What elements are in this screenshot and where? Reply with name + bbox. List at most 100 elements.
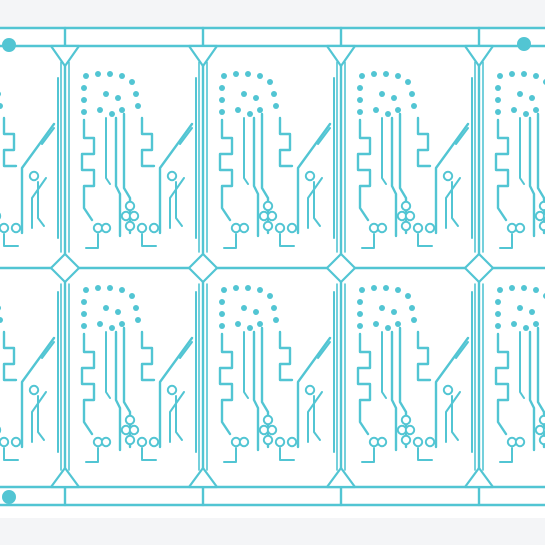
serpentine-trace [494,332,510,436]
trace [243,117,249,185]
fiducial-mark [2,490,16,504]
diagonal-trace [169,177,185,229]
pad [495,299,501,305]
page-margin-bottom [0,520,545,545]
pad [357,85,363,91]
pad [273,103,279,109]
via [442,384,454,396]
trace [37,181,45,227]
pad [107,71,113,77]
trace [141,233,157,247]
via [538,200,545,212]
pad [235,321,241,327]
trace [361,233,375,249]
pad [0,305,1,311]
via [128,210,140,222]
pad [235,107,241,113]
via [514,222,526,234]
pad [271,91,277,97]
pad [267,79,273,85]
via [538,434,545,446]
pad [357,299,363,305]
serpentine-trace [278,330,294,382]
pad [253,309,259,315]
pad [497,287,503,293]
diagonal-trace [31,391,47,443]
via [400,434,412,446]
breakaway-tab-top-1 [187,44,219,68]
pad [523,111,529,117]
pad [253,95,259,101]
pad [247,111,253,117]
via [166,170,178,182]
pad [119,73,125,79]
pad [241,91,247,97]
pad [273,317,279,323]
via [266,210,278,222]
via [304,170,316,182]
diagonal-trace [296,336,332,449]
pad [409,91,415,97]
trace [519,331,525,399]
breakaway-diamond-1 [187,252,219,284]
via [148,222,160,234]
trace [279,447,295,461]
via [10,436,22,448]
via [376,222,388,234]
diagonal-trace [169,391,185,443]
pad [533,73,539,79]
pad [233,285,239,291]
pad [533,321,539,327]
circuit-cell-6 [80,285,197,463]
pad [219,97,225,103]
breakaway-tab-bottom-2 [325,466,357,489]
serpentine-trace [2,330,18,382]
serpentine-trace [80,118,96,222]
trace [390,330,398,452]
trace [175,181,183,227]
pad [219,323,225,329]
pad [97,321,103,327]
trace [37,395,45,441]
pad [129,79,135,85]
circuit-cell-3 [356,71,473,249]
via [148,436,160,448]
fiducial-mark [517,37,531,51]
pad [133,305,139,311]
pad [119,321,125,327]
via [286,436,298,448]
via [238,222,250,234]
pad [119,287,125,293]
pad [0,91,1,97]
breakaway-diamond-3 [463,252,495,284]
pad [383,285,389,291]
pad [521,285,527,291]
pad [83,73,89,79]
pad [411,317,417,323]
circuit-cell-4 [494,71,545,249]
trace [105,331,111,399]
via [404,424,416,436]
via [10,222,22,234]
via [400,200,412,212]
breakaway-diamond-0 [49,252,81,284]
trace [223,233,237,249]
pad [81,299,87,305]
pad [495,97,501,103]
trace [3,233,19,247]
trace [390,116,398,238]
pad [257,73,263,79]
pad [395,73,401,79]
trace [105,117,111,185]
pad [533,107,539,113]
breakaway-tab-top-0 [49,44,81,68]
pad [521,71,527,77]
pad [81,311,87,317]
trace [114,330,122,452]
trace [317,127,331,145]
trace [243,331,249,399]
serpentine-trace [218,332,234,436]
breakaway-tab-bottom-1 [187,466,219,489]
pad [245,71,251,77]
pad [95,71,101,77]
